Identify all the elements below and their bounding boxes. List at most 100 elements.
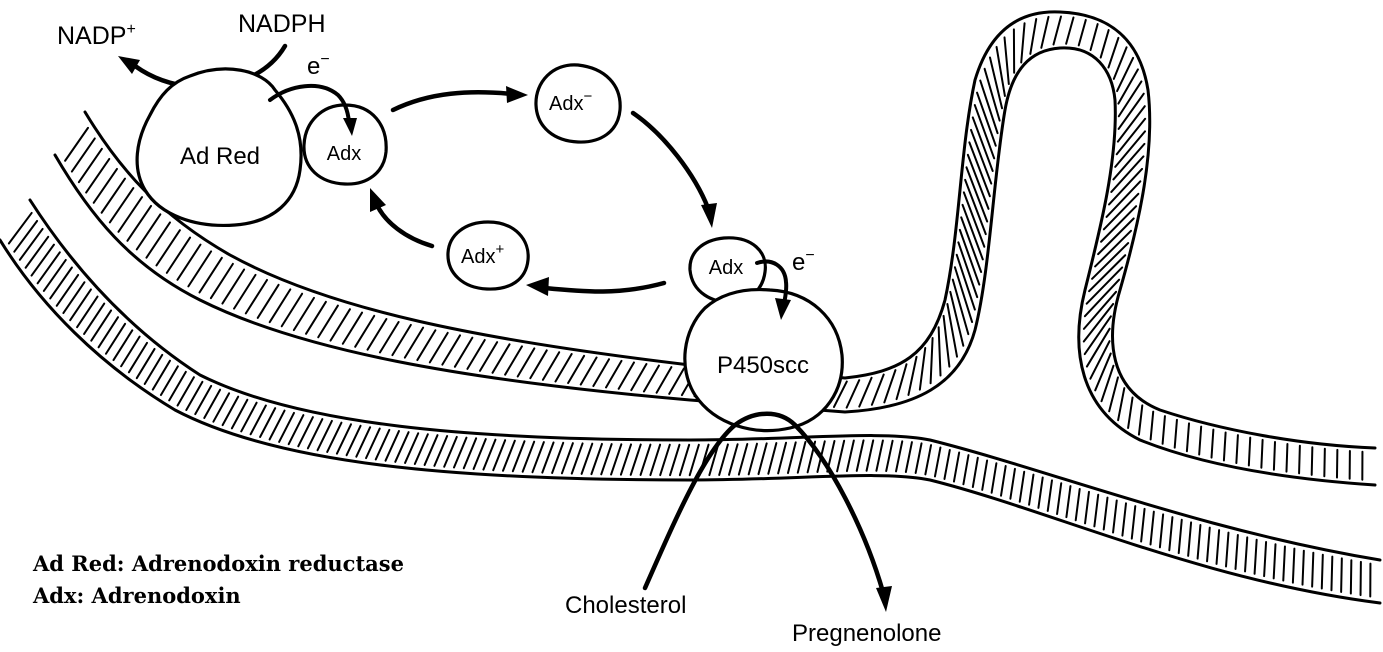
membrane-hatch-line xyxy=(1247,436,1252,467)
membrane-hatch-line xyxy=(329,308,351,342)
membrane-hatch-line xyxy=(1210,428,1215,459)
membrane-hatch-line xyxy=(1083,278,1121,318)
membrane-hatch-line xyxy=(1198,425,1203,456)
membrane-hatch-line xyxy=(1074,488,1081,522)
membrane-hatch-line xyxy=(1018,470,1026,503)
membrane-hatch-line xyxy=(885,439,894,472)
membrane-hatch-line xyxy=(404,432,420,464)
membrane-hatch-line xyxy=(104,322,127,355)
outer-membrane-edge-a xyxy=(28,198,1382,562)
membrane-hatch-line xyxy=(1102,192,1140,231)
membrane-hatch-line xyxy=(946,303,959,358)
membrane-hatch-line xyxy=(151,359,171,391)
membrane-hatch-line xyxy=(108,187,135,224)
membrane-hatch-line xyxy=(416,329,437,362)
membrane-hatch-line xyxy=(117,196,144,233)
membrane-hatch-line xyxy=(955,253,976,311)
membrane-hatch-line xyxy=(976,91,997,147)
membrane-hatch-line xyxy=(962,191,986,248)
membrane-hatch-line xyxy=(1089,340,1111,380)
membrane-hatch-line xyxy=(341,311,364,345)
membrane-hatch-line xyxy=(875,439,884,472)
ad-red-blob xyxy=(135,67,303,228)
membrane-hatch-line xyxy=(918,347,927,391)
electron-transfer-adred-adx-arrow xyxy=(268,83,351,124)
outer-membrane-hatching xyxy=(7,211,1372,598)
legend-ad-red: Ad Red: Adrenodoxin reductase xyxy=(33,551,404,576)
membrane-hatch-line xyxy=(949,290,965,347)
membrane-hatch-line xyxy=(462,437,478,470)
inner-membrane-hatching xyxy=(64,15,1364,481)
membrane-hatch-line xyxy=(433,435,449,467)
membrane-hatch-line xyxy=(452,436,468,469)
membrane-hatch-line xyxy=(668,367,685,395)
membrane-hatch-line xyxy=(1083,315,1112,356)
membrane-hatch-line xyxy=(1323,447,1326,478)
membrane-hatch-line xyxy=(1085,327,1111,368)
membrane-hatch-line xyxy=(176,243,202,281)
membrane-hatch-line xyxy=(1000,465,1007,497)
membrane-hatch-line xyxy=(605,359,623,389)
membrane-hatch-line xyxy=(1020,22,1026,64)
membrane-hatch-line xyxy=(240,401,258,433)
membrane-hatch-line xyxy=(187,250,213,288)
membrane-hatch-line xyxy=(592,358,611,388)
membrane-hatch-line xyxy=(1040,15,1050,49)
membrane-hatch-line xyxy=(1140,507,1146,543)
membrane-hatch-line xyxy=(516,347,536,378)
membrane-hatch-line xyxy=(1320,553,1324,590)
membrane-hatch-line xyxy=(221,268,246,305)
membrane-hatch-line xyxy=(617,361,635,390)
membrane-hatch-line xyxy=(90,309,113,342)
membrane-hatch-line xyxy=(335,423,352,455)
membrane-hatch-line xyxy=(1196,524,1202,560)
membrane-hatch-line xyxy=(428,331,449,364)
membrane-hatch-line xyxy=(159,365,179,397)
adx-p450-to-adx-plus-arrow xyxy=(542,280,667,294)
inner-membrane-edge-a xyxy=(83,10,1377,450)
membrane-hatch-line xyxy=(441,334,462,366)
electron-transfer-adx-p450-arrow xyxy=(755,259,789,306)
membrane-hatch-line xyxy=(472,438,487,470)
membrane-hatch-line xyxy=(511,440,526,473)
membrane-hatch-line xyxy=(858,376,873,408)
membrane-hatch-line xyxy=(198,256,223,294)
membrane-hatch-line xyxy=(570,442,584,475)
membrane-hatch-line xyxy=(143,353,164,385)
membrane-hatch-line xyxy=(708,443,720,477)
membrane-hatch-line xyxy=(1215,529,1221,565)
membrane-hatch-line xyxy=(168,370,187,402)
membrane-hatch-line xyxy=(69,288,92,322)
membrane-hatch-line xyxy=(374,428,391,461)
membrane-hatch-line xyxy=(964,178,987,236)
membrane-hatch-line xyxy=(1003,36,1010,86)
membrane-hatch-line xyxy=(1105,180,1142,218)
membrane-hatch-line xyxy=(280,292,304,328)
membrane-hatch-line xyxy=(895,363,908,401)
membrane-hatch-line xyxy=(579,356,598,386)
membrane-hatch-line xyxy=(77,147,103,184)
membrane-hatch-line xyxy=(1127,396,1134,429)
membrane-hatch-line xyxy=(366,317,388,351)
adx-bound-p450-label: Adx xyxy=(709,257,743,279)
adx-to-adx-minus-arrow xyxy=(390,90,515,113)
membrane-hatch-line xyxy=(1097,217,1135,256)
membrane-hatch-line xyxy=(531,441,545,474)
membrane-hatch-line xyxy=(580,442,594,475)
electron-arrowhead-1 xyxy=(343,118,357,136)
membrane-hatch-line xyxy=(212,392,231,423)
membrane-hatch-line xyxy=(971,116,994,172)
membrane-hatch-line xyxy=(1330,555,1334,592)
membrane-hatch-line xyxy=(305,300,327,335)
membrane-hatch-line xyxy=(64,126,89,162)
membrane-hatch-line xyxy=(914,442,923,474)
adx-p450-arrowhead xyxy=(701,203,717,228)
membrane-hatch-line xyxy=(895,440,904,473)
membrane-hatch-line xyxy=(504,345,523,376)
membrane-hatch-line xyxy=(1099,29,1110,59)
nadph-label: NADPH xyxy=(238,10,326,38)
legend: Ad Red: Adrenodoxin reductase Adx: Adren… xyxy=(33,548,404,612)
membrane-hatch-line xyxy=(728,443,739,476)
membrane-hatch-line xyxy=(365,427,381,460)
membrane-hatch-line xyxy=(619,443,633,476)
